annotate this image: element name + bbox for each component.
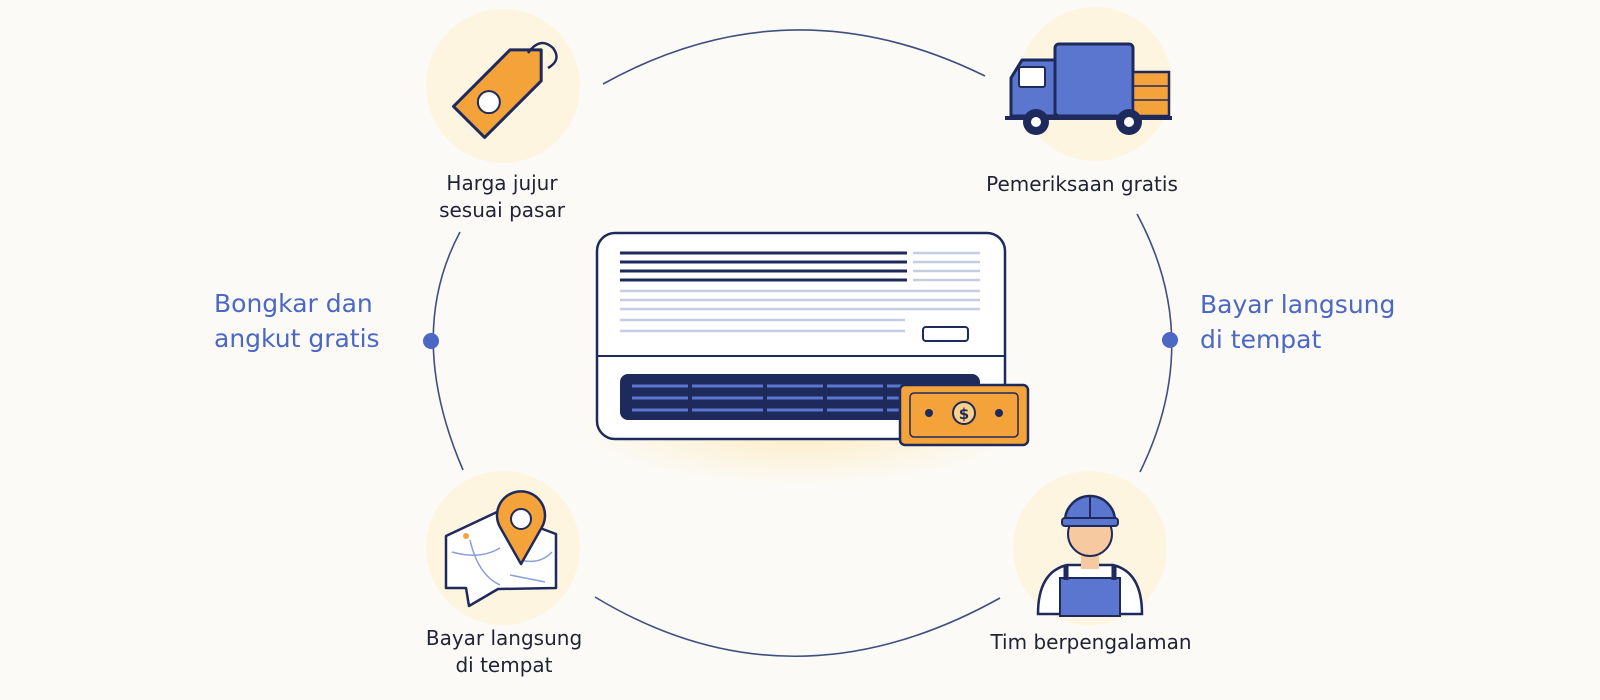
air-conditioner-icon: [595, 231, 1007, 441]
side-label-line: Bongkar dan: [214, 289, 373, 318]
feature-label-line: Tim berpengalaman: [990, 630, 1192, 654]
side-label-right: Bayar langsung di tempat: [1200, 287, 1395, 357]
feature-label-line: di tempat: [455, 653, 553, 677]
feature-label-top-left: Harga jujur sesuai pasar: [402, 170, 602, 224]
price-tag-icon: [452, 48, 543, 139]
connector-dot-left: [423, 333, 439, 349]
delivery-truck-icon: [1005, 42, 1172, 135]
feature-label-bottom-right: Tim berpengalaman: [960, 629, 1222, 656]
feature-label-line: Harga jujur: [446, 171, 558, 195]
feature-label-line: Bayar langsung: [425, 626, 583, 650]
technician-icon: [1036, 494, 1144, 617]
side-label-left: Bongkar dan angkut gratis: [214, 286, 380, 356]
map-pin-icon: [444, 490, 558, 608]
feature-label-top-right: Pemeriksaan gratis: [962, 171, 1202, 198]
currency-symbol: $: [959, 405, 969, 423]
feature-label-line: Pemeriksaan gratis: [986, 172, 1178, 196]
connector-dot-right: [1162, 332, 1178, 348]
feature-label-line: sesuai pasar: [439, 198, 565, 222]
side-label-line: angkut gratis: [214, 324, 380, 353]
feature-label-bottom-left: Bayar langsung di tempat: [386, 625, 622, 679]
side-label-line: Bayar langsung: [1200, 290, 1396, 319]
banknote-icon: $: [898, 383, 1030, 447]
side-label-line: di tempat: [1200, 325, 1322, 354]
